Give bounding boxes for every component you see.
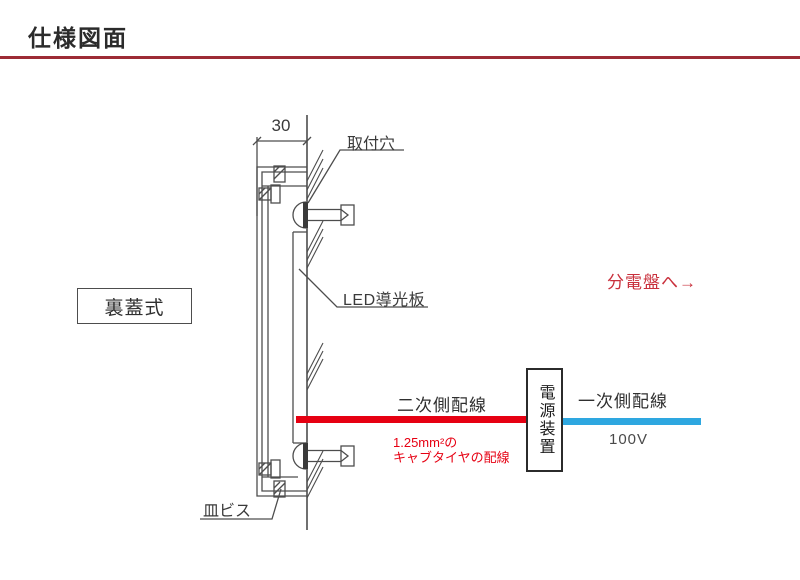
top-side-screw xyxy=(258,184,281,204)
primary-wiring-label: 一次側配線 xyxy=(578,392,668,411)
wall-hatching xyxy=(306,149,324,499)
secondary-wiring-note: 1.25mm²の キャブタイヤの配線 xyxy=(393,435,523,465)
to-distribution-board-label: 分電盤へ→ xyxy=(607,273,697,292)
mounting-hole-label: 取付穴 xyxy=(347,136,396,153)
secondary-wire xyxy=(296,416,527,423)
page-title: 仕様図面 xyxy=(28,25,128,51)
panel-body-outline xyxy=(256,166,307,497)
power-supply-unit-box: 電源装置 xyxy=(526,368,563,472)
leader-led-plate xyxy=(298,268,428,308)
primary-voltage-label: 100V xyxy=(609,431,649,448)
leader-mounting-hole xyxy=(307,149,404,204)
led-light-guide-label: LED導光板 xyxy=(343,292,426,309)
secondary-wiring-note-line2: キャブタイヤの配線 xyxy=(393,450,510,465)
countersunk-screw-label: 皿ビス xyxy=(203,503,252,520)
mounting-bolt-top xyxy=(292,201,355,229)
secondary-wiring-label: 二次側配線 xyxy=(397,396,487,415)
mounting-bolt-bottom xyxy=(292,442,355,470)
title-rule xyxy=(0,56,800,59)
leader-countersunk-screw xyxy=(200,488,282,520)
dimension-value: 30 xyxy=(271,116,291,135)
bottom-side-screw xyxy=(258,459,281,479)
back-cover-type-label: 裏蓋式 xyxy=(104,297,165,319)
bottom-cover-screw xyxy=(273,480,286,498)
secondary-wiring-note-line1: 1.25mm²の xyxy=(393,435,458,450)
primary-wire xyxy=(563,418,701,425)
back-cover-type-box: 裏蓋式 xyxy=(77,288,192,324)
power-supply-unit-label: 電源装置 xyxy=(536,384,554,456)
led-light-guide-plate xyxy=(292,231,307,444)
top-cover-screw xyxy=(273,165,286,183)
